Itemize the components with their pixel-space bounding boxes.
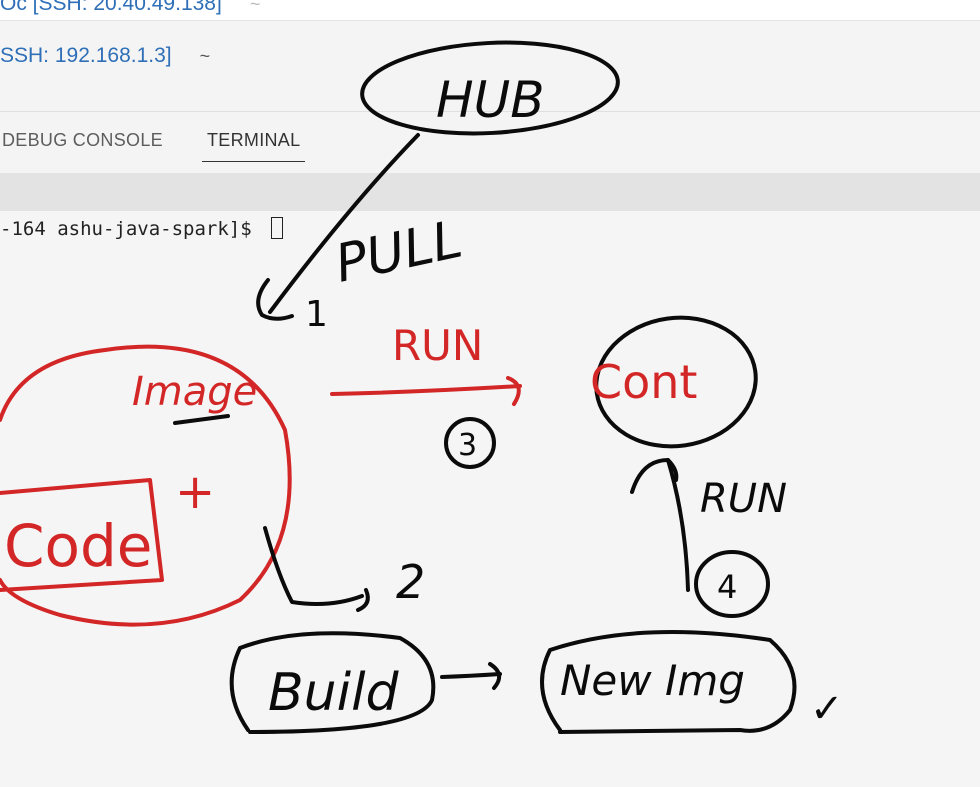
build-to-img-arrow-head [488,662,502,690]
terminal-prompt[interactable]: -164 ashu-java-spark]$ [0,217,284,240]
tab-terminal[interactable]: TERMINAL [202,130,306,162]
prompt-text: -164 ashu-java-spark]$ [0,218,264,240]
tilde-1: ~ [249,0,261,14]
remote-host-2[interactable]: SSH: 192.168.1.3]~ [0,44,211,67]
terminal-area[interactable] [0,211,980,787]
new-img-label: New Img [560,656,745,705]
pull-arrow-head [256,278,294,321]
pull-step-label: 1 [305,294,328,335]
build-arrow-head [356,588,370,612]
pull-arrow [268,133,420,314]
remote-host-2-label: SSH: 192.168.1.3 [0,44,166,67]
check-mark: ✓ [810,686,844,732]
build-step-label: 2 [396,555,425,609]
run-right-step: 4 [717,568,737,606]
build-ellipse [229,631,436,734]
pull-label: PULL [330,210,467,295]
tilde-2: ~ [199,46,211,66]
code-label: Code [4,512,152,580]
container-ellipse [594,315,758,449]
run-top-step: 3 [458,428,477,463]
run-right-arrow-head [630,458,679,494]
terminal-cursor [271,217,284,239]
image-label: Image [132,369,257,415]
build-label: Build [268,663,400,723]
image-underline [173,414,230,425]
run-top-arrow-head [506,376,521,406]
run-right-arrow [666,458,690,592]
remote-host-1[interactable]: Oc [SSH: 20.40.49.138] ~ [0,0,260,16]
build-to-img-arrow [440,672,502,679]
panel-tabs: DEBUG CONSOLE TERMINAL [0,130,980,166]
new-img-ellipse [540,630,797,734]
top-strip [0,0,980,21]
build-arrow [263,526,364,606]
run-right-step-circle [694,550,770,618]
run-right-label: RUN [700,476,787,522]
terminal-toolbar [0,173,980,211]
container-label: Cont [590,355,697,409]
remote-host-1-label: Oc [SSH: 20.40.49.138] [0,0,222,15]
plus-label: + [175,464,215,520]
hub-ellipse [360,40,620,136]
code-box [0,478,164,592]
tab-debug-console[interactable]: DEBUG CONSOLE [2,130,163,150]
panel-divider [0,111,980,112]
image-circle [0,344,292,627]
run-top-arrow [330,384,522,396]
run-top-label: RUN [392,321,483,370]
run-top-step-circle [444,417,496,469]
hub-label: HUB [436,71,545,129]
